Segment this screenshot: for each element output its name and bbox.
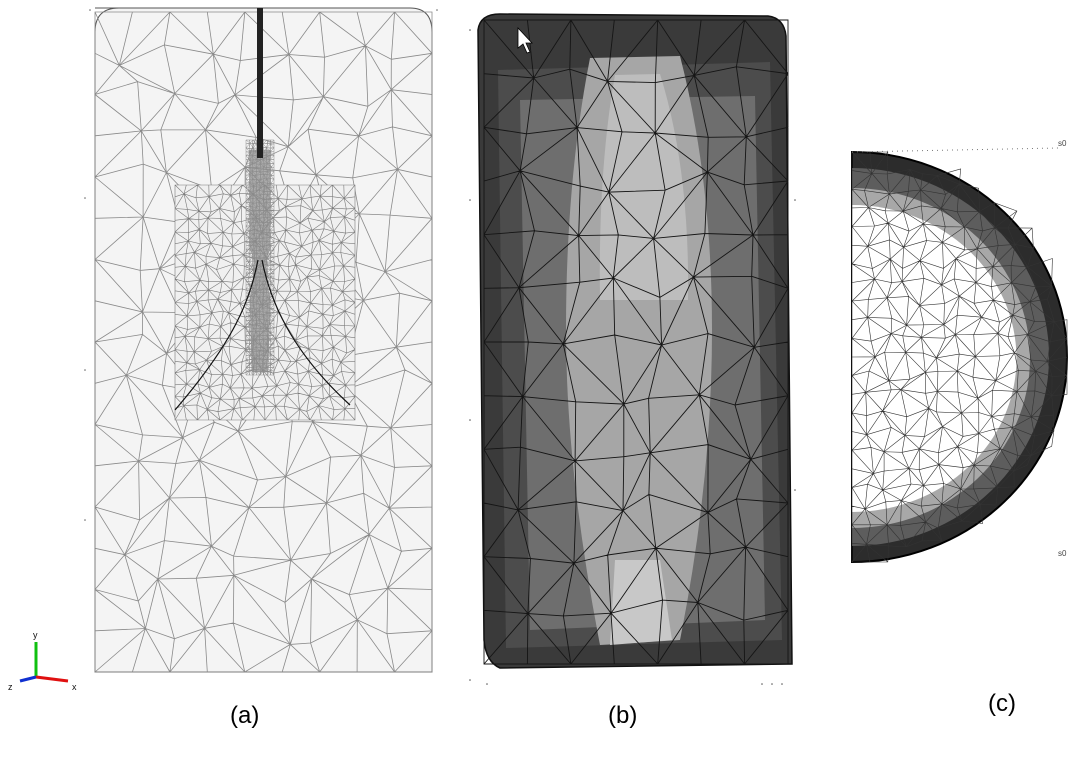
panel-c-edge-label-bottom: s0 (1058, 549, 1067, 558)
panel-c-triangles (851, 151, 1068, 563)
panel-c-triangle-mesh (851, 151, 1068, 563)
x-axis-line (35, 675, 69, 683)
caption-panel-b: (b) (608, 702, 638, 729)
panel-b-shaded-mesh (469, 13, 796, 685)
caption-panel-a: (a) (230, 702, 260, 729)
panel-a-needle (257, 8, 263, 158)
panel-a-dense-core-fill (249, 149, 271, 373)
caption-panel-c: (c) (988, 690, 1016, 717)
panel-c-edge-label-top: s0 (1058, 139, 1067, 148)
panel-b-triangles (483, 19, 789, 665)
panel-c-half-disc (851, 147, 1068, 564)
panel-a-crack-curve-right (261, 259, 351, 406)
panel-b-bottom-light (610, 560, 672, 645)
z-axis-label: z (8, 682, 13, 692)
panel-b-triangle-edges (483, 19, 789, 665)
panel-b-boundary-dots (469, 29, 796, 685)
axis-triad: y z x (8, 630, 77, 692)
x-axis-label: x (72, 682, 77, 692)
panel-a-refined-core (245, 139, 275, 376)
panel-a-boundary-dots (84, 9, 438, 521)
y-axis-label: y (33, 630, 38, 640)
z-axis-line (19, 675, 37, 683)
cursor-arrow-icon (517, 26, 533, 54)
panel-a-crack-curve-left (174, 259, 259, 411)
panel-c-top-dotted-line (851, 147, 1059, 153)
